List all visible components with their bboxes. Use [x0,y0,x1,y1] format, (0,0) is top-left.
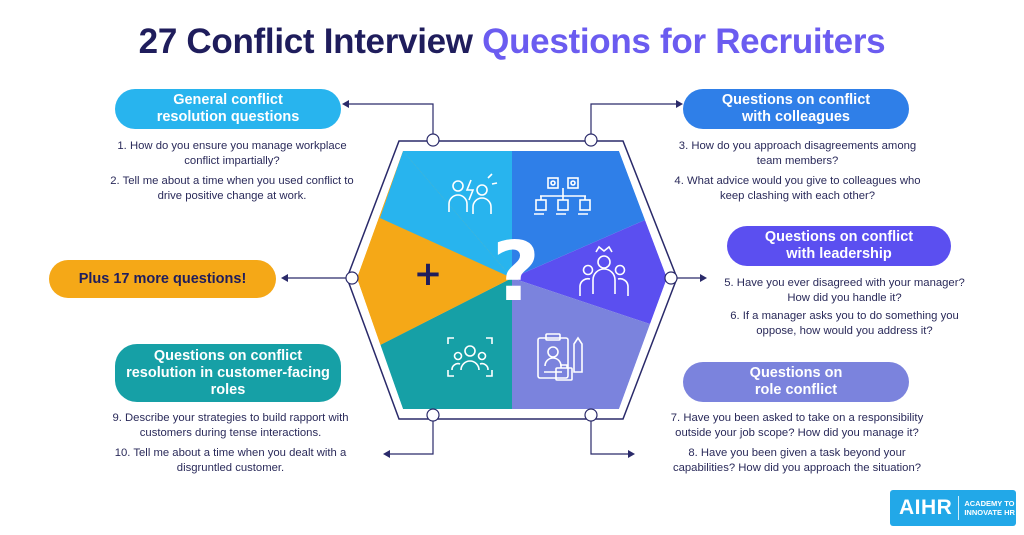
arrow-customer [383,450,390,458]
connector-nodes [345,133,678,422]
category-colleagues-pill: Questions on conflict with colleagues [683,89,909,129]
title-part-2: Questions for Recruiters [482,22,886,61]
arrow-role [628,450,635,458]
connector-general [349,103,434,140]
question-8: 8. Have you been given a task beyond you… [672,447,922,474]
question-5: 5. Have you ever disagreed with your man… [724,277,965,304]
category-general-pill: General conflict resolution questions [115,89,341,129]
question-3: 3. How do you approach disagreements amo… [678,140,917,167]
team-structure-icon [534,177,591,215]
category-role-pill: Questions on role conflict [683,362,909,402]
connector-lines [288,103,700,455]
question-9: 9. Describe your strategies to build rap… [112,412,349,439]
title-part-1: 27 Conflict Interview [138,22,483,61]
clipboard-profile-icon [537,333,583,381]
logo-brand: AIHR [899,496,953,519]
logo-tagline: ACADEMY TO INNOVATE HR [964,499,1015,517]
customer-focus-icon [447,337,493,377]
logo-divider [958,496,960,520]
aihr-logo: AIHR ACADEMY TO INNOVATE HR [890,490,1016,526]
more-questions-pill: Plus 17 more questions! [49,260,276,298]
leadership-group-icon [579,245,629,296]
connector-customer [390,415,434,455]
question-4: 4. What advice would you give to colleag… [674,175,921,202]
connector-arrows [281,100,707,458]
connector-colleagues [590,103,676,140]
connector-role [590,415,628,455]
arrow-colleagues [676,100,683,108]
question-7: 7. Have you been asked to take on a resp… [670,412,924,439]
page-title: 27 Conflict Interview Questions for Recr… [0,22,1024,62]
question-1: 1. How do you ensure you manage workplac… [117,140,347,167]
arrow-more [281,274,288,282]
arrow-general [342,100,349,108]
question-2: 2. Tell me about a time when you used co… [110,175,354,202]
segment-customer [380,278,512,409]
plus-icon: + [414,254,443,294]
conflict-icon [448,173,498,214]
question-mark-icon: ? [492,225,540,320]
segment-leadership [512,220,667,324]
question-10: 10. Tell me about a time when you dealt … [114,447,347,474]
category-customer-pill: Questions on conflict resolution in cust… [115,344,341,402]
question-6: 6. If a manager asks you to do something… [730,310,959,337]
category-leadership-pill: Questions on conflict with leadership [727,226,951,266]
arrow-leadership [700,274,707,282]
